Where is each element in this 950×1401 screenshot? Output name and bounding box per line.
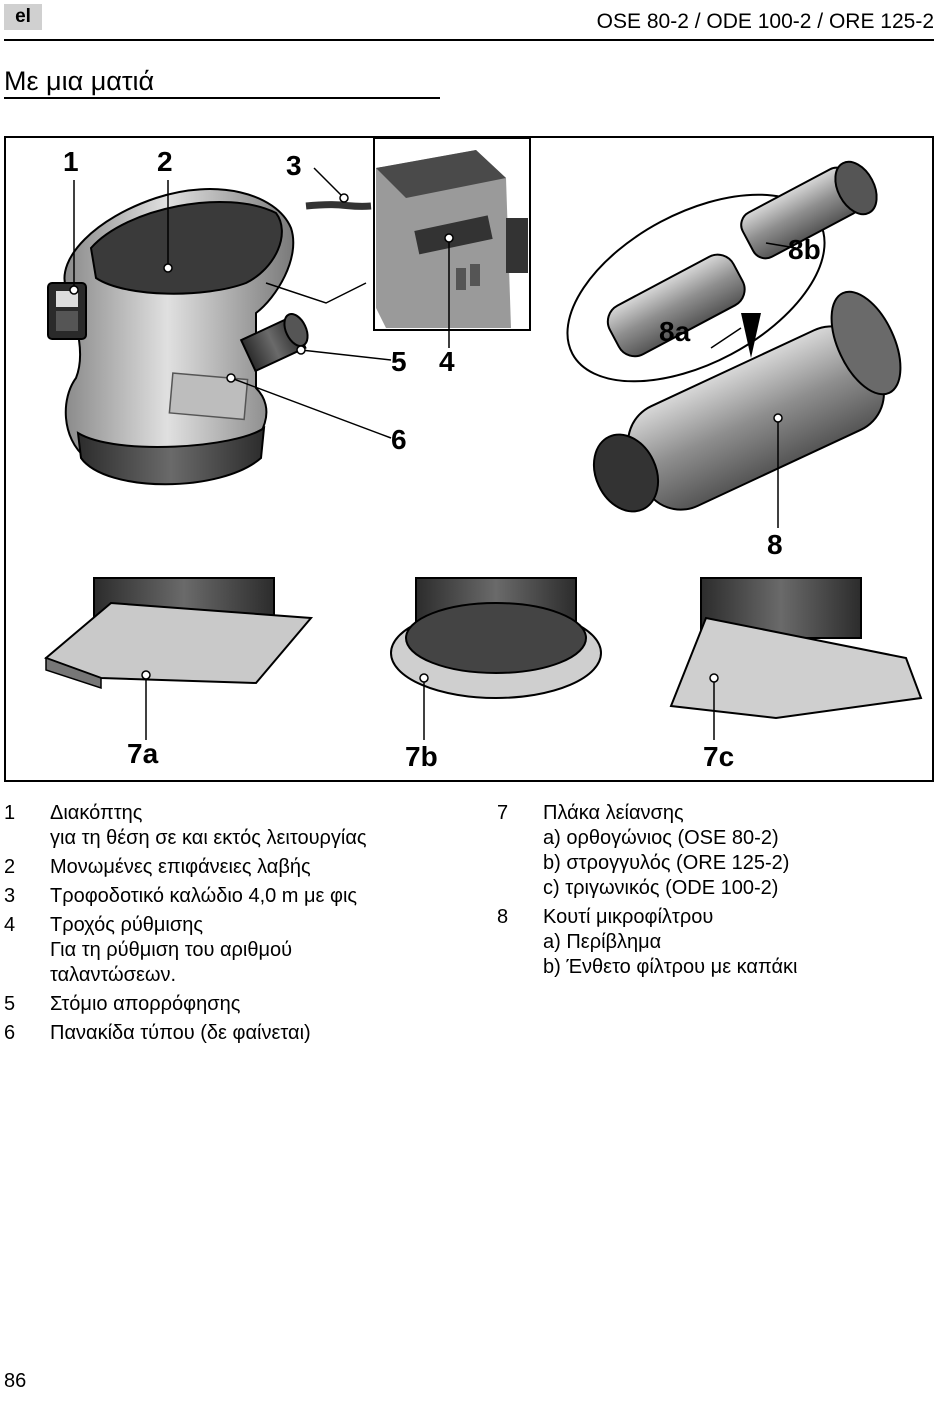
- sanding-plate-round: [390, 577, 602, 699]
- legend-number: 7: [497, 802, 509, 824]
- section-rule: [4, 97, 440, 99]
- document-title: OSE 80-2 / ODE 100-2 / ORE 125-2: [596, 10, 934, 33]
- legend-right: 7 Πλάκα λείανσης a) ορθογώνιος (OSE 80-2…: [497, 801, 927, 984]
- legend-item-5: 5 Στόμιο απορρόφησης: [4, 992, 464, 1017]
- legend-heading: Κουτί μικροφίλτρου: [543, 906, 714, 928]
- legend-number: 1: [4, 802, 16, 824]
- legend-item-7: 7 Πλάκα λείανσης a) ορθογώνιος (OSE 80-2…: [497, 801, 927, 901]
- adjustment-wheel-detail: [373, 138, 531, 331]
- header-rule: [4, 39, 934, 41]
- legend-heading: Μονωμένες επιφάνειες λαβής: [50, 856, 311, 878]
- language-tag: el: [4, 4, 42, 30]
- callout-7a: 7a: [127, 738, 159, 769]
- sanding-plate-rectangular: [44, 577, 314, 690]
- legend-number: 8: [497, 906, 509, 928]
- callout-1: 1: [63, 146, 79, 177]
- legend-heading: Πλάκα λείανσης: [543, 802, 684, 824]
- legend-item-1: 1 Διακόπτης για τη θέση σε και εκτός λει…: [4, 801, 464, 851]
- legend-item-4: 4 Τροχός ρύθμισης Για τη ρύθμιση του αρι…: [4, 913, 464, 988]
- sander-drawing: [44, 138, 923, 740]
- sander-body: [47, 188, 372, 486]
- section-title: Με μια ματιά: [4, 66, 155, 96]
- callout-5: 5: [391, 346, 407, 377]
- product-illustration: 1 2 3 5 4 6 8a 8b 8 7a 7b 7c: [4, 136, 934, 782]
- legend-subtext: για τη θέση σε και εκτός λειτουργίας: [50, 827, 367, 849]
- legend-number: 3: [4, 885, 16, 907]
- callout-8a: 8a: [659, 316, 691, 347]
- microfilter-box: [566, 160, 902, 513]
- legend-heading: Στόμιο απορρόφησης: [50, 993, 241, 1015]
- legend-heading: Τροφοδοτικό καλώδιο 4,0 m με φις: [50, 885, 358, 907]
- legend-number: 5: [4, 993, 16, 1015]
- legend-item-2: 2 Μονωμένες επιφάνειες λαβής: [4, 855, 464, 880]
- legend-subtext: b) στρογγυλός (ORE 125-2): [543, 852, 790, 874]
- callout-8: 8: [767, 529, 783, 560]
- callout-6: 6: [391, 424, 407, 455]
- legend-subtext: a) ορθογώνιος (OSE 80-2): [543, 827, 779, 849]
- leader-lines: [73, 167, 797, 740]
- callout-2: 2: [157, 146, 173, 177]
- legend-subtext: b) Ένθετο φίλτρου με καπάκι: [543, 956, 798, 978]
- callout-4: 4: [439, 346, 455, 377]
- legend-left: 1 Διακόπτης για τη θέση σε και εκτός λει…: [4, 801, 464, 1050]
- legend-subtext: c) τριγωνικός (ODE 100-2): [543, 877, 779, 899]
- legend-note: (δε φαίνεται): [194, 1022, 311, 1044]
- legend-subtext: ταλαντώσεων.: [50, 964, 177, 986]
- legend-number: 2: [4, 856, 16, 878]
- callout-7b: 7b: [405, 741, 438, 772]
- page-number: 86: [4, 1370, 27, 1392]
- legend-subtext: Για τη ρύθμιση του αριθμού: [50, 939, 293, 961]
- legend-heading: Πανακίδα τύπου: [50, 1022, 195, 1044]
- legend-item-3: 3 Τροφοδοτικό καλώδιο 4,0 m με φις: [4, 884, 464, 909]
- callout-3: 3: [286, 150, 302, 181]
- legend-number: 6: [4, 1022, 16, 1044]
- legend-heading: Διακόπτης: [50, 802, 143, 824]
- callout-8b: 8b: [788, 234, 821, 265]
- callout-7c: 7c: [703, 741, 735, 772]
- legend-subtext: a) Περίβλημα: [543, 931, 662, 953]
- legend-number: 4: [4, 914, 16, 936]
- sanding-plate-triangular: [669, 577, 923, 720]
- legend-item-6: 6 Πανακίδα τύπου (δε φαίνεται): [4, 1021, 464, 1046]
- legend-heading: Τροχός ρύθμισης: [50, 914, 203, 936]
- legend-item-8: 8 Κουτί μικροφίλτρου a) Περίβλημα b) Ένθ…: [497, 905, 927, 980]
